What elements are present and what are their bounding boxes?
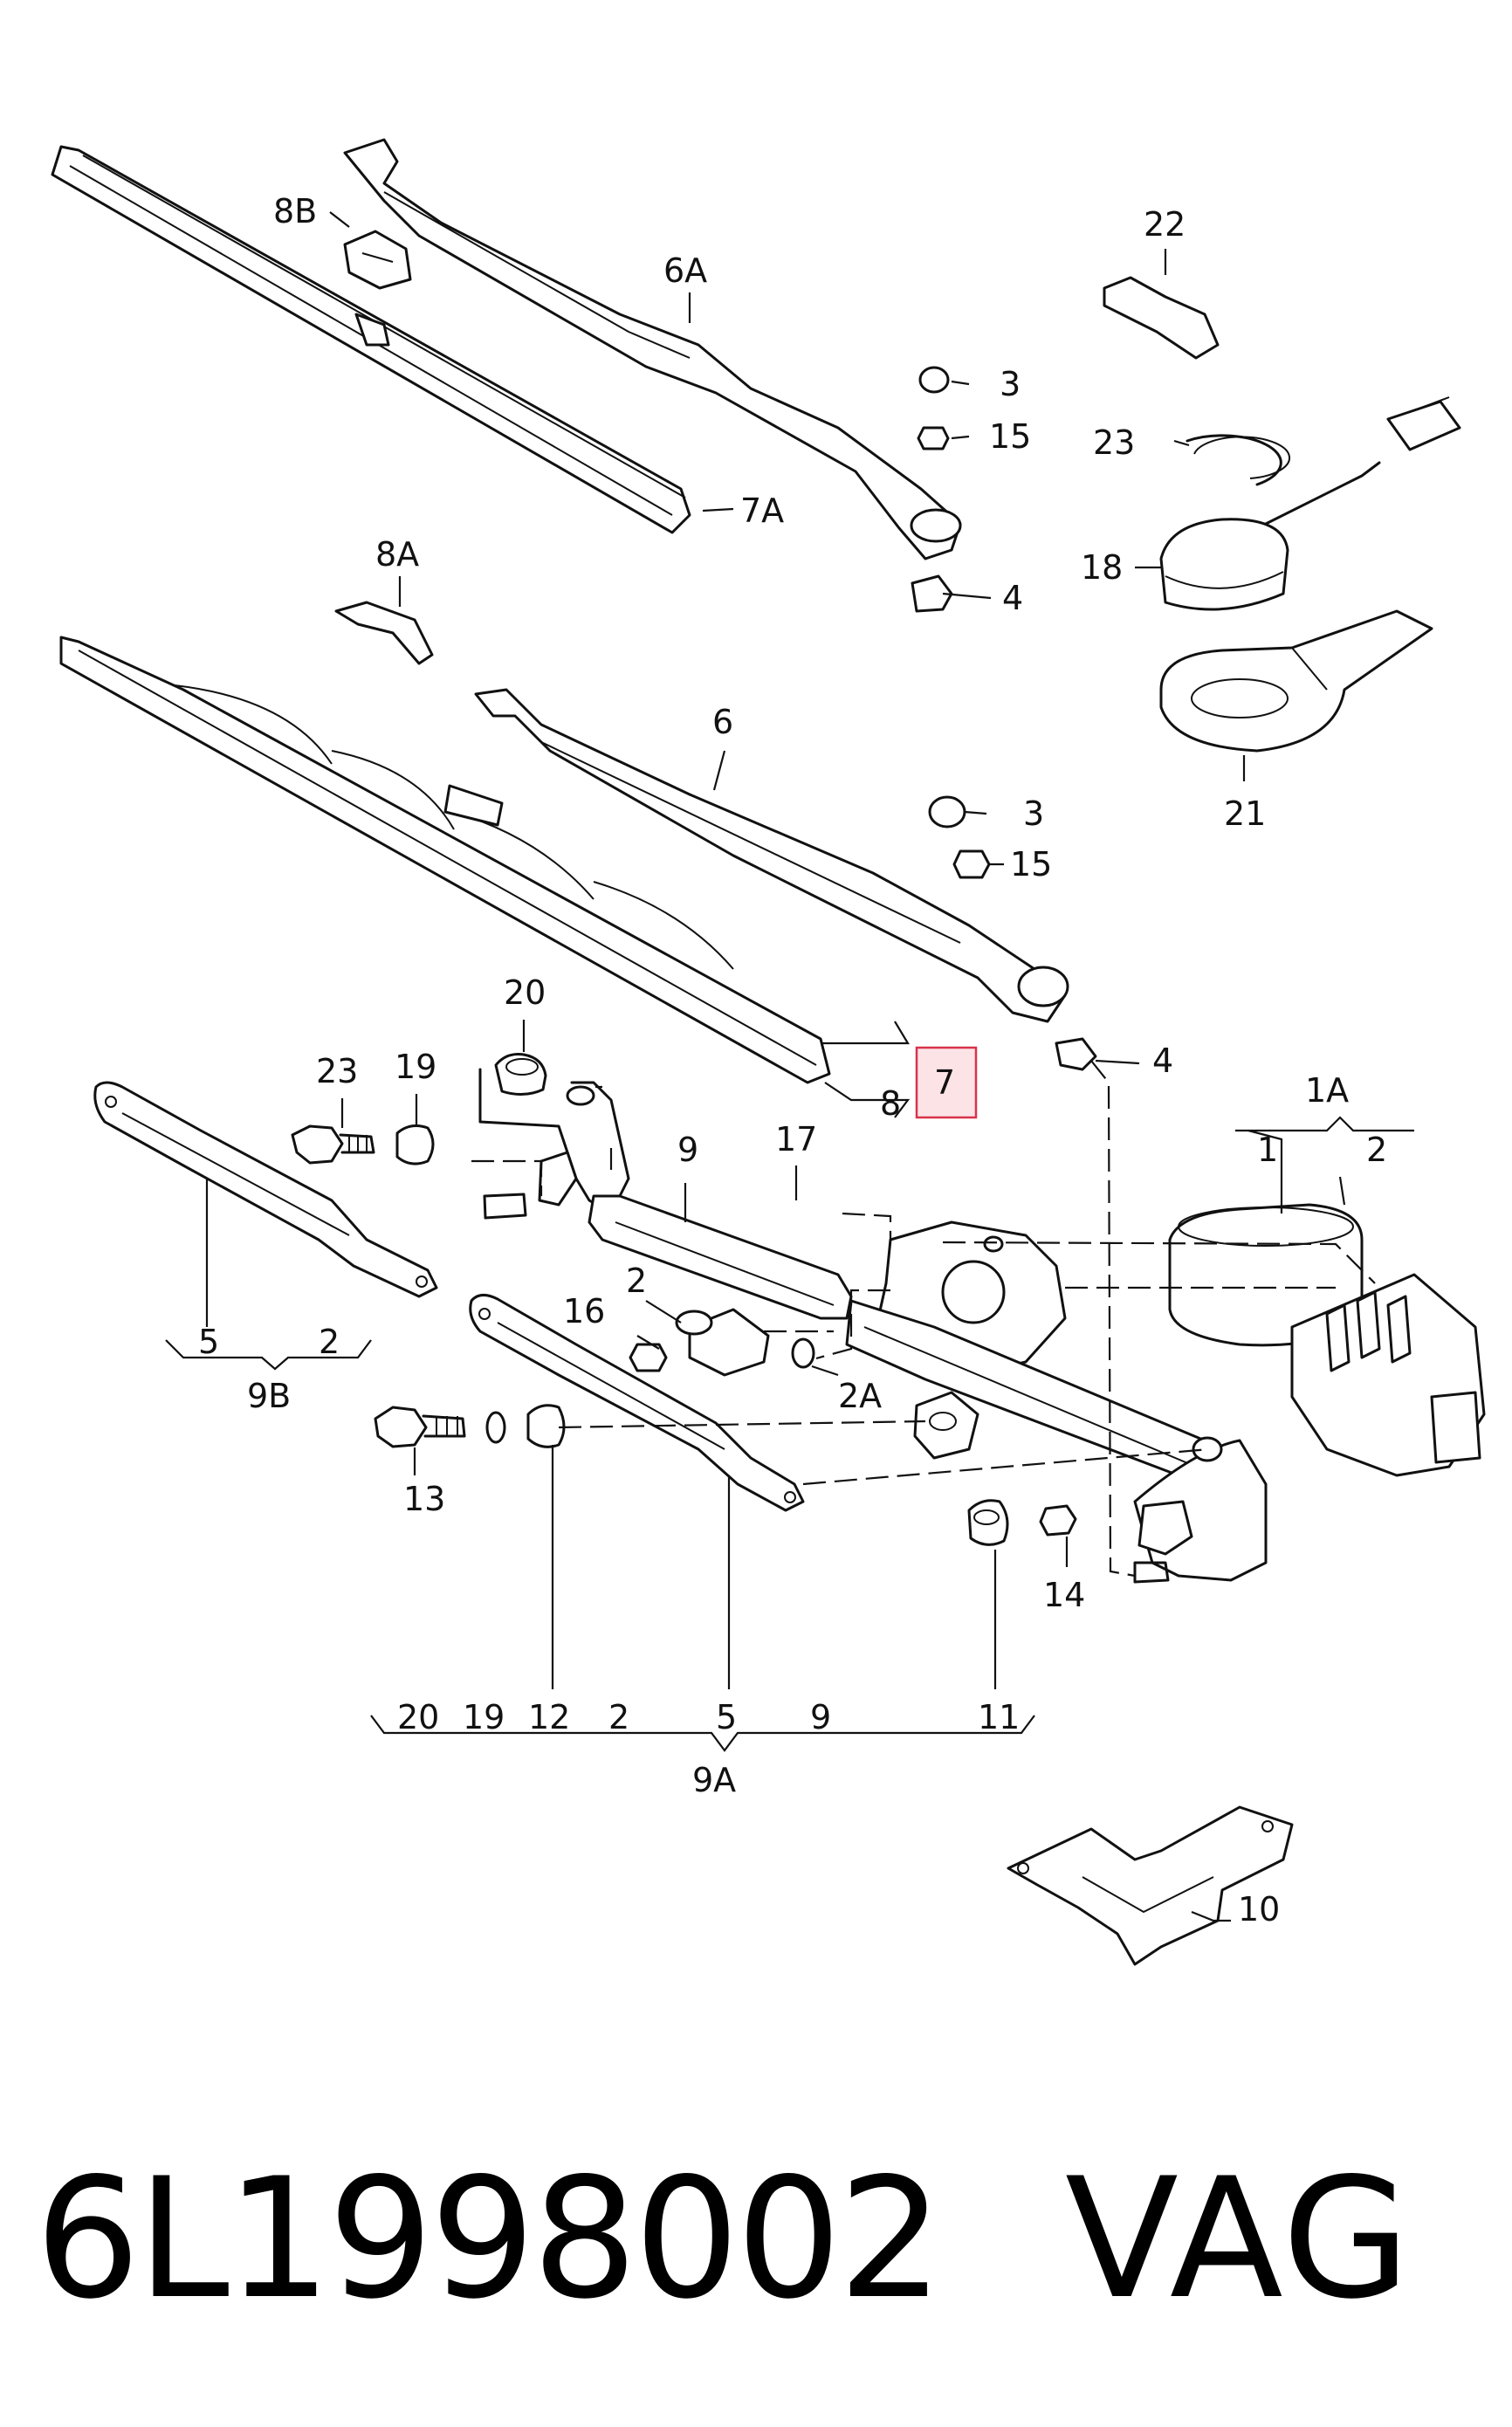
nut-16-clip-2 — [629, 1308, 815, 1377]
clamp-ring-23 — [1186, 434, 1290, 486]
label-4-lower: 4 — [1152, 1042, 1173, 1080]
label-17: 17 — [775, 1120, 817, 1158]
label-5-9a: 5 — [716, 1698, 737, 1736]
position-labels: 8B 6A 7A 3 15 4 22 23 18 21 8A 6 3 15 4 … — [198, 192, 1387, 1929]
label-9b: 9B — [247, 1377, 291, 1415]
label-19-9a: 19 — [463, 1698, 505, 1736]
label-12: 12 — [528, 1698, 570, 1736]
cap-nut-washer-upper — [911, 366, 953, 613]
wiper-arm-6 — [474, 688, 1069, 1023]
label-9a: 9A — [692, 1761, 736, 1799]
label-6a: 6A — [663, 251, 707, 290]
label-8a: 8A — [375, 535, 419, 574]
label-16: 16 — [563, 1292, 605, 1330]
label-15-lower: 15 — [1010, 845, 1052, 883]
wiper-blade-7 — [59, 636, 831, 1084]
label-8b: 8B — [273, 192, 317, 230]
label-7a: 7A — [740, 492, 784, 530]
bushing-20-upper — [494, 1053, 547, 1096]
motor-gasket-21 — [1159, 609, 1433, 753]
label-2-1a: 2 — [1366, 1131, 1387, 1169]
wiper-motor-1 — [1168, 1203, 1486, 1477]
highlight-box-7[interactable] — [915, 1046, 978, 1119]
label-6: 6 — [712, 703, 733, 741]
label-1a: 1A — [1305, 1071, 1349, 1110]
label-23-lower: 23 — [316, 1052, 358, 1090]
label-11: 11 — [978, 1698, 1020, 1736]
leader-lines — [165, 211, 1414, 1922]
clip-8b — [343, 230, 412, 290]
label-19-upper: 19 — [395, 1048, 436, 1086]
label-5-9b: 5 — [198, 1323, 219, 1361]
label-14: 14 — [1043, 1576, 1085, 1614]
brand-name: VAG — [1065, 2142, 1412, 2335]
label-15-upper: 15 — [989, 417, 1031, 456]
label-8: 8 — [880, 1084, 901, 1123]
label-2-9b: 2 — [319, 1323, 340, 1361]
label-3-lower: 3 — [1023, 794, 1044, 833]
assembly-dash-lines — [471, 1060, 1376, 1578]
label-23-upper: 23 — [1093, 423, 1135, 462]
linkage-5-lower — [469, 1294, 805, 1512]
bolt-13-washer-bush-12 — [374, 1404, 566, 1448]
bolt-23-bush-19 — [291, 1124, 435, 1165]
clip-8a — [334, 601, 434, 665]
crank-bracket-right — [1133, 1436, 1268, 1584]
label-22: 22 — [1144, 205, 1186, 244]
label-10: 10 — [1238, 1890, 1280, 1929]
label-2a: 2A — [838, 1377, 882, 1415]
label-2-clip: 2 — [626, 1262, 647, 1300]
label-9-9a: 9 — [810, 1698, 831, 1736]
label-20-upper: 20 — [504, 973, 546, 1012]
bracket-10 — [1007, 1805, 1294, 1966]
label-13: 13 — [403, 1480, 445, 1518]
label-21: 21 — [1224, 794, 1266, 833]
label-2-9a: 2 — [608, 1698, 629, 1736]
label-1: 1 — [1257, 1131, 1278, 1169]
label-7: 7 — [934, 1063, 955, 1102]
retainer-22 — [1103, 276, 1220, 360]
label-18: 18 — [1081, 548, 1123, 587]
bush-11-nut-14 — [967, 1499, 1077, 1546]
motor-cover-18 — [1159, 396, 1461, 611]
part-number: 6L1998002 — [35, 2142, 944, 2335]
label-4-upper: 4 — [1002, 579, 1023, 617]
wiper-blade-7a — [51, 145, 691, 534]
label-9: 9 — [677, 1131, 698, 1169]
label-20-9a: 20 — [397, 1698, 439, 1736]
wiper-arm-6a — [343, 138, 962, 560]
linkage-rod-9 — [588, 1194, 853, 1320]
cap-nut-washer-lower — [928, 795, 1097, 1071]
linkage-5-left — [93, 1081, 438, 1298]
label-3-upper: 3 — [1000, 365, 1021, 403]
crank-ball-joint — [478, 1068, 630, 1220]
